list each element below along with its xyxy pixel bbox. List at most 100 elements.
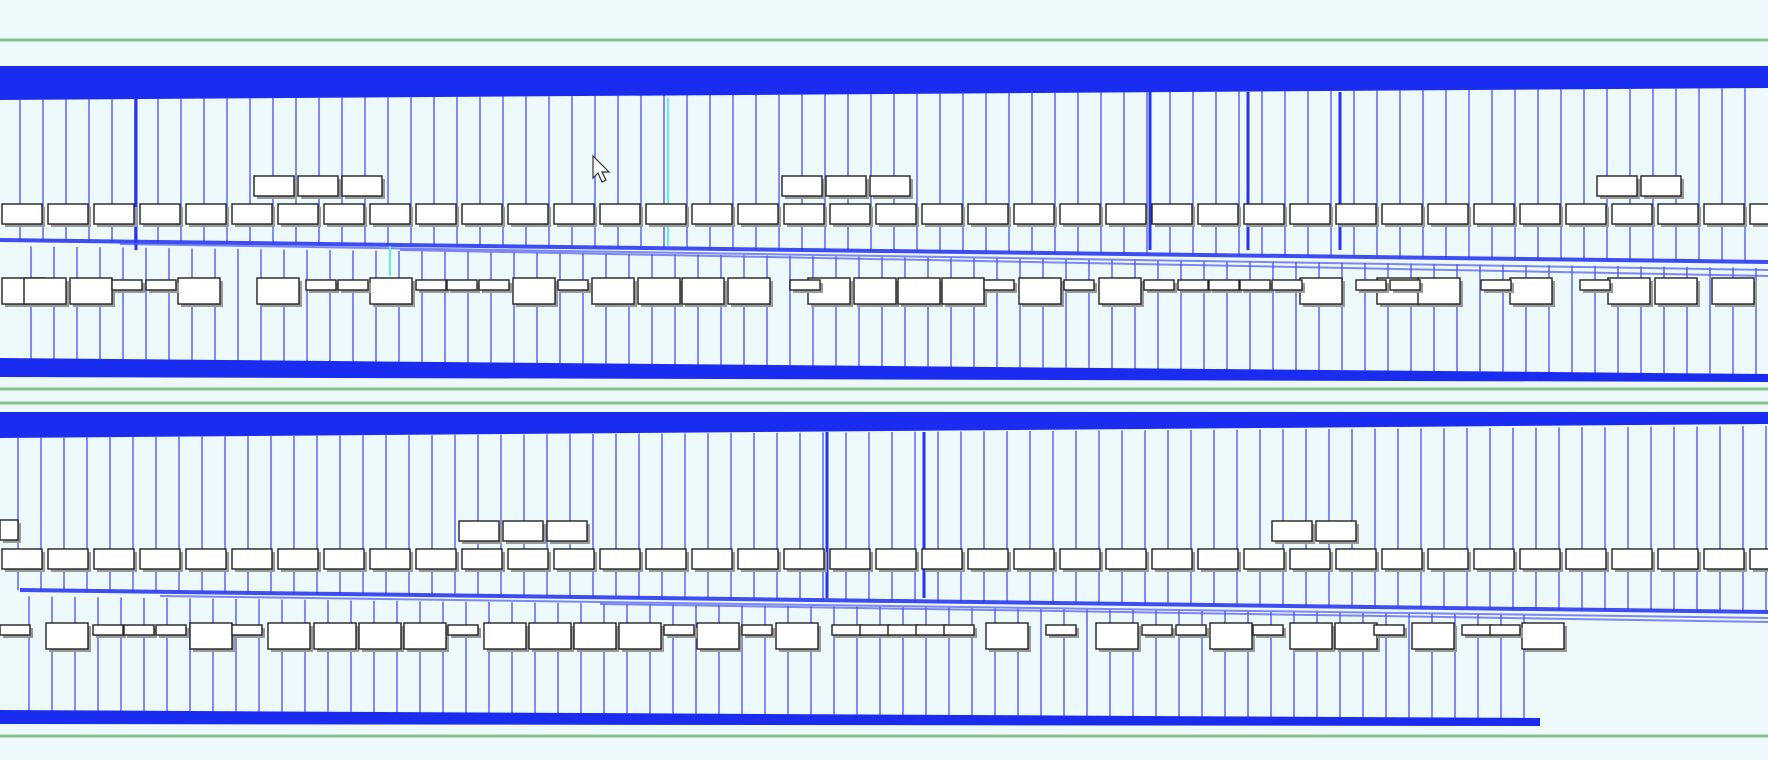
upper-row-box[interactable]	[1519, 203, 1561, 225]
lower-small-box[interactable]	[155, 624, 187, 636]
lower-small-box[interactable]	[92, 624, 124, 636]
upper-small-box[interactable]	[145, 279, 177, 291]
upper-row-box[interactable]	[691, 203, 733, 225]
upper-row-box[interactable]	[553, 203, 595, 225]
lower-low-box[interactable]	[1411, 622, 1455, 650]
lower-low-box[interactable]	[483, 622, 527, 650]
lower-small-box[interactable]	[1252, 624, 1284, 636]
lower-row-box[interactable]	[921, 548, 963, 570]
lower-low-box[interactable]	[267, 622, 311, 650]
upper-row-box[interactable]	[139, 203, 181, 225]
lower-small-box[interactable]	[447, 624, 479, 636]
upper-small-box[interactable]	[415, 279, 447, 291]
upper-row-box[interactable]	[323, 203, 365, 225]
lower-small-box[interactable]	[123, 624, 155, 636]
upper-small-box[interactable]	[1208, 279, 1240, 291]
upper-small-box[interactable]	[1480, 279, 1512, 291]
lower-row-box[interactable]	[1519, 548, 1561, 570]
upper-row-box[interactable]	[231, 203, 273, 225]
upper-row-box[interactable]	[1151, 203, 1193, 225]
upper-row-box[interactable]	[1243, 203, 1285, 225]
lower-row-box[interactable]	[1105, 548, 1147, 570]
lower-small-box[interactable]	[859, 624, 891, 636]
lower-raised-box[interactable]	[0, 519, 19, 541]
upper-row-box[interactable]	[1197, 203, 1239, 225]
upper-low-box[interactable]	[637, 277, 681, 305]
upper-row-box[interactable]	[1335, 203, 1377, 225]
lower-row-box[interactable]	[1059, 548, 1101, 570]
upper-row-box[interactable]	[875, 203, 917, 225]
lower-small-box[interactable]	[0, 624, 31, 636]
lower-low-box[interactable]	[1209, 622, 1253, 650]
lower-low-box[interactable]	[775, 622, 819, 650]
upper-row-box[interactable]	[645, 203, 687, 225]
upper-row-box[interactable]	[599, 203, 641, 225]
lower-row-box[interactable]	[737, 548, 779, 570]
lower-small-box[interactable]	[1141, 624, 1173, 636]
upper-low-box[interactable]	[369, 277, 413, 305]
lower-small-box[interactable]	[741, 624, 773, 636]
upper-row-box[interactable]	[967, 203, 1009, 225]
upper-row-box[interactable]	[1427, 203, 1469, 225]
lower-raised-box[interactable]	[1315, 520, 1357, 542]
upper-small-box[interactable]	[1355, 279, 1387, 291]
lower-row-box[interactable]	[1289, 548, 1331, 570]
lower-row-box[interactable]	[461, 548, 503, 570]
upper-small-box[interactable]	[1579, 279, 1611, 291]
lower-row-box[interactable]	[875, 548, 917, 570]
lower-raised-box[interactable]	[458, 520, 500, 542]
upper-row-box[interactable]	[783, 203, 825, 225]
upper-small-box[interactable]	[1063, 279, 1095, 291]
lower-row-box[interactable]	[967, 548, 1009, 570]
lower-raised-box[interactable]	[1271, 520, 1313, 542]
upper-low-box[interactable]	[681, 277, 725, 305]
lower-row-box[interactable]	[231, 548, 273, 570]
lower-row-box[interactable]	[323, 548, 365, 570]
lower-small-box[interactable]	[915, 624, 947, 636]
upper-small-box[interactable]	[305, 279, 337, 291]
upper-row-box[interactable]	[1657, 203, 1699, 225]
upper-small-box[interactable]	[1143, 279, 1175, 291]
upper-row-box[interactable]	[369, 203, 411, 225]
upper-low-box[interactable]	[1711, 277, 1755, 305]
upper-raised-box[interactable]	[253, 175, 295, 197]
upper-row-box[interactable]	[1381, 203, 1423, 225]
lower-row-box[interactable]	[277, 548, 319, 570]
upper-small-box[interactable]	[337, 279, 369, 291]
lower-raised-box[interactable]	[546, 520, 588, 542]
upper-small-box[interactable]	[1271, 279, 1303, 291]
lower-row-box[interactable]	[47, 548, 89, 570]
lower-small-box[interactable]	[1489, 624, 1521, 636]
upper-raised-box[interactable]	[341, 175, 383, 197]
upper-low-box[interactable]	[1098, 277, 1142, 305]
upper-low-box[interactable]	[177, 277, 221, 305]
upper-row-box[interactable]	[1611, 203, 1653, 225]
upper-row-box[interactable]	[1703, 203, 1745, 225]
lower-small-box[interactable]	[663, 624, 695, 636]
lower-small-box[interactable]	[1045, 624, 1077, 636]
upper-raised-box[interactable]	[825, 175, 867, 197]
lower-row-box[interactable]	[415, 548, 457, 570]
upper-row-box[interactable]	[1565, 203, 1607, 225]
lower-row-box[interactable]	[553, 548, 595, 570]
upper-row-box[interactable]	[1059, 203, 1101, 225]
upper-small-box[interactable]	[1239, 279, 1271, 291]
lower-low-box[interactable]	[985, 622, 1029, 650]
lower-row-box[interactable]	[1473, 548, 1515, 570]
lower-low-box[interactable]	[45, 622, 89, 650]
upper-low-box[interactable]	[853, 277, 897, 305]
lower-low-box[interactable]	[403, 622, 447, 650]
upper-low-box[interactable]	[1607, 277, 1651, 305]
lower-low-box[interactable]	[313, 622, 357, 650]
upper-row-box[interactable]	[737, 203, 779, 225]
upper-small-box[interactable]	[1389, 279, 1421, 291]
upper-low-box[interactable]	[941, 277, 985, 305]
lower-small-box[interactable]	[1461, 624, 1493, 636]
upper-small-box[interactable]	[478, 279, 510, 291]
upper-row-box[interactable]	[921, 203, 963, 225]
upper-row-box[interactable]	[185, 203, 227, 225]
lower-row-box[interactable]	[1197, 548, 1239, 570]
upper-raised-box[interactable]	[297, 175, 339, 197]
lower-small-box[interactable]	[231, 624, 263, 636]
